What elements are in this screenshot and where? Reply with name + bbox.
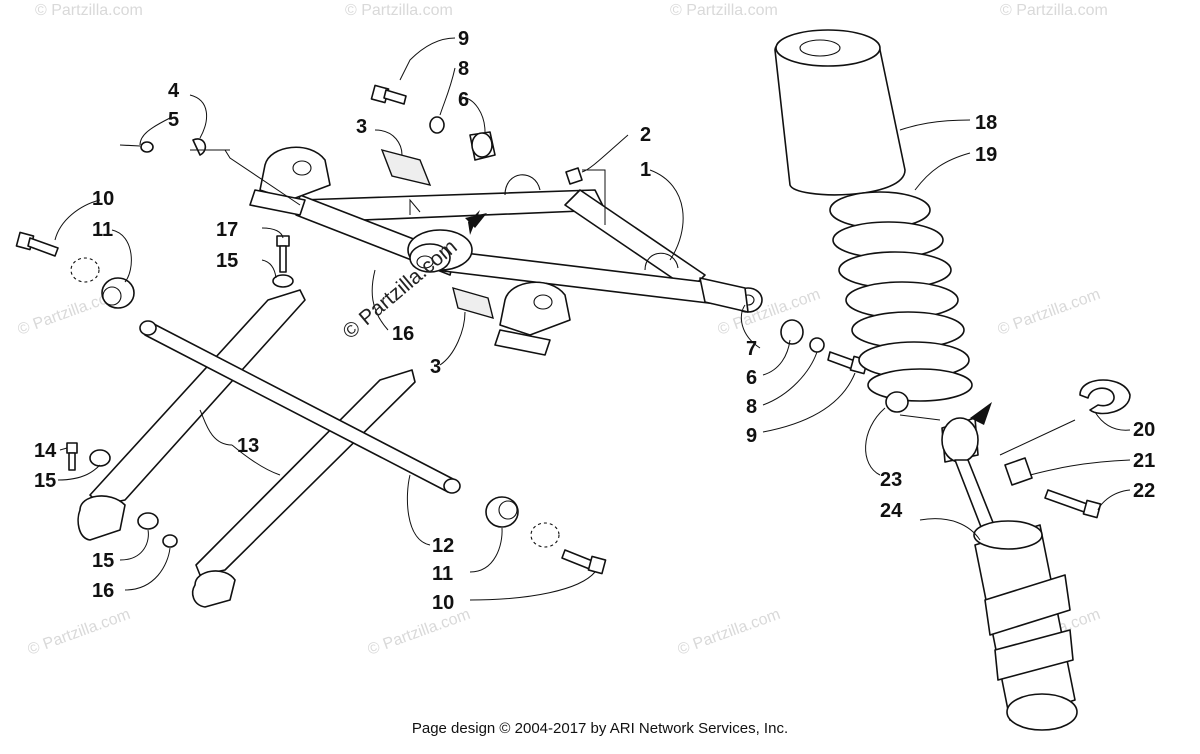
- callout-14: 14: [34, 440, 57, 462]
- callout-20: 20: [1133, 419, 1155, 441]
- callout-18: 18: [975, 112, 997, 134]
- callout-11: 11: [92, 219, 113, 241]
- watermark: © Partzilla.com: [670, 2, 778, 19]
- callout-6: 6: [746, 367, 757, 389]
- grease-fitting: [565, 167, 583, 185]
- callout-7: 7: [746, 338, 757, 360]
- watermark: © Partzilla.com: [996, 286, 1103, 339]
- callout-5: 5: [168, 109, 179, 131]
- callout-8: 8: [458, 58, 469, 80]
- callout-16: 16: [92, 580, 114, 602]
- callout-22: 22: [1133, 480, 1155, 502]
- callout-21: 21: [1133, 450, 1155, 472]
- callout-4: 4: [168, 80, 180, 102]
- callout-9: 9: [458, 28, 469, 50]
- callout-8: 8: [746, 396, 757, 418]
- callout-3: 3: [430, 356, 441, 378]
- callout-12: 12: [432, 535, 454, 557]
- callout-6: 6: [458, 89, 469, 111]
- watermark: © Partzilla.com: [676, 606, 783, 659]
- callout-3: 3: [356, 116, 367, 138]
- leader-lines: [54, 37, 1131, 601]
- slider-pad: [452, 286, 494, 320]
- callout-1: 1: [640, 159, 651, 181]
- callout-15: 15: [92, 550, 114, 572]
- bushing: [469, 131, 496, 161]
- watermark: © Partzilla.com: [366, 606, 473, 659]
- callout-10: 10: [92, 188, 114, 210]
- lock-washer: [429, 116, 445, 134]
- callout-2: 2: [640, 124, 651, 146]
- shock-absorber: [774, 29, 1131, 731]
- lower-left-hardware: [66, 442, 178, 548]
- callout-23: 23: [880, 469, 902, 491]
- callout-17: 17: [216, 219, 238, 241]
- callout-19: 19: [975, 144, 997, 166]
- rear-arm-assembly: [249, 146, 763, 356]
- watermark: © Partzilla.com: [345, 2, 453, 19]
- front-arm-straps: [77, 289, 461, 608]
- callout-11: 11: [432, 563, 453, 585]
- callout-24: 24: [880, 500, 903, 522]
- callout-16: 16: [392, 323, 414, 345]
- callout-15: 15: [34, 470, 56, 492]
- strap-bolt: [272, 235, 294, 288]
- direction-arrow-icon: [970, 402, 992, 425]
- callout-10: 10: [432, 592, 454, 614]
- watermark: © Partzilla.com: [35, 2, 143, 19]
- slider-pad: [380, 148, 432, 186]
- callout-9: 9: [746, 425, 757, 447]
- direction-arrow-icon: [465, 213, 487, 228]
- right-tube-hardware: [485, 496, 607, 575]
- watermark: © Partzilla.com: [26, 606, 133, 659]
- bolt: [370, 84, 407, 105]
- watermark: © Partzilla.com: [1000, 2, 1108, 19]
- left-tube-hardware: [15, 231, 135, 309]
- callout-labels: 9 8 6 4 5 3 2 1 10 11 17 15 16 3 7 6 8 9…: [34, 28, 1155, 614]
- rivet-pin: [119, 138, 207, 156]
- callout-13: 13: [237, 435, 259, 457]
- callout-15: 15: [216, 250, 238, 272]
- copyright-footer: Page design © 2004-2017 by ARI Network S…: [411, 720, 789, 737]
